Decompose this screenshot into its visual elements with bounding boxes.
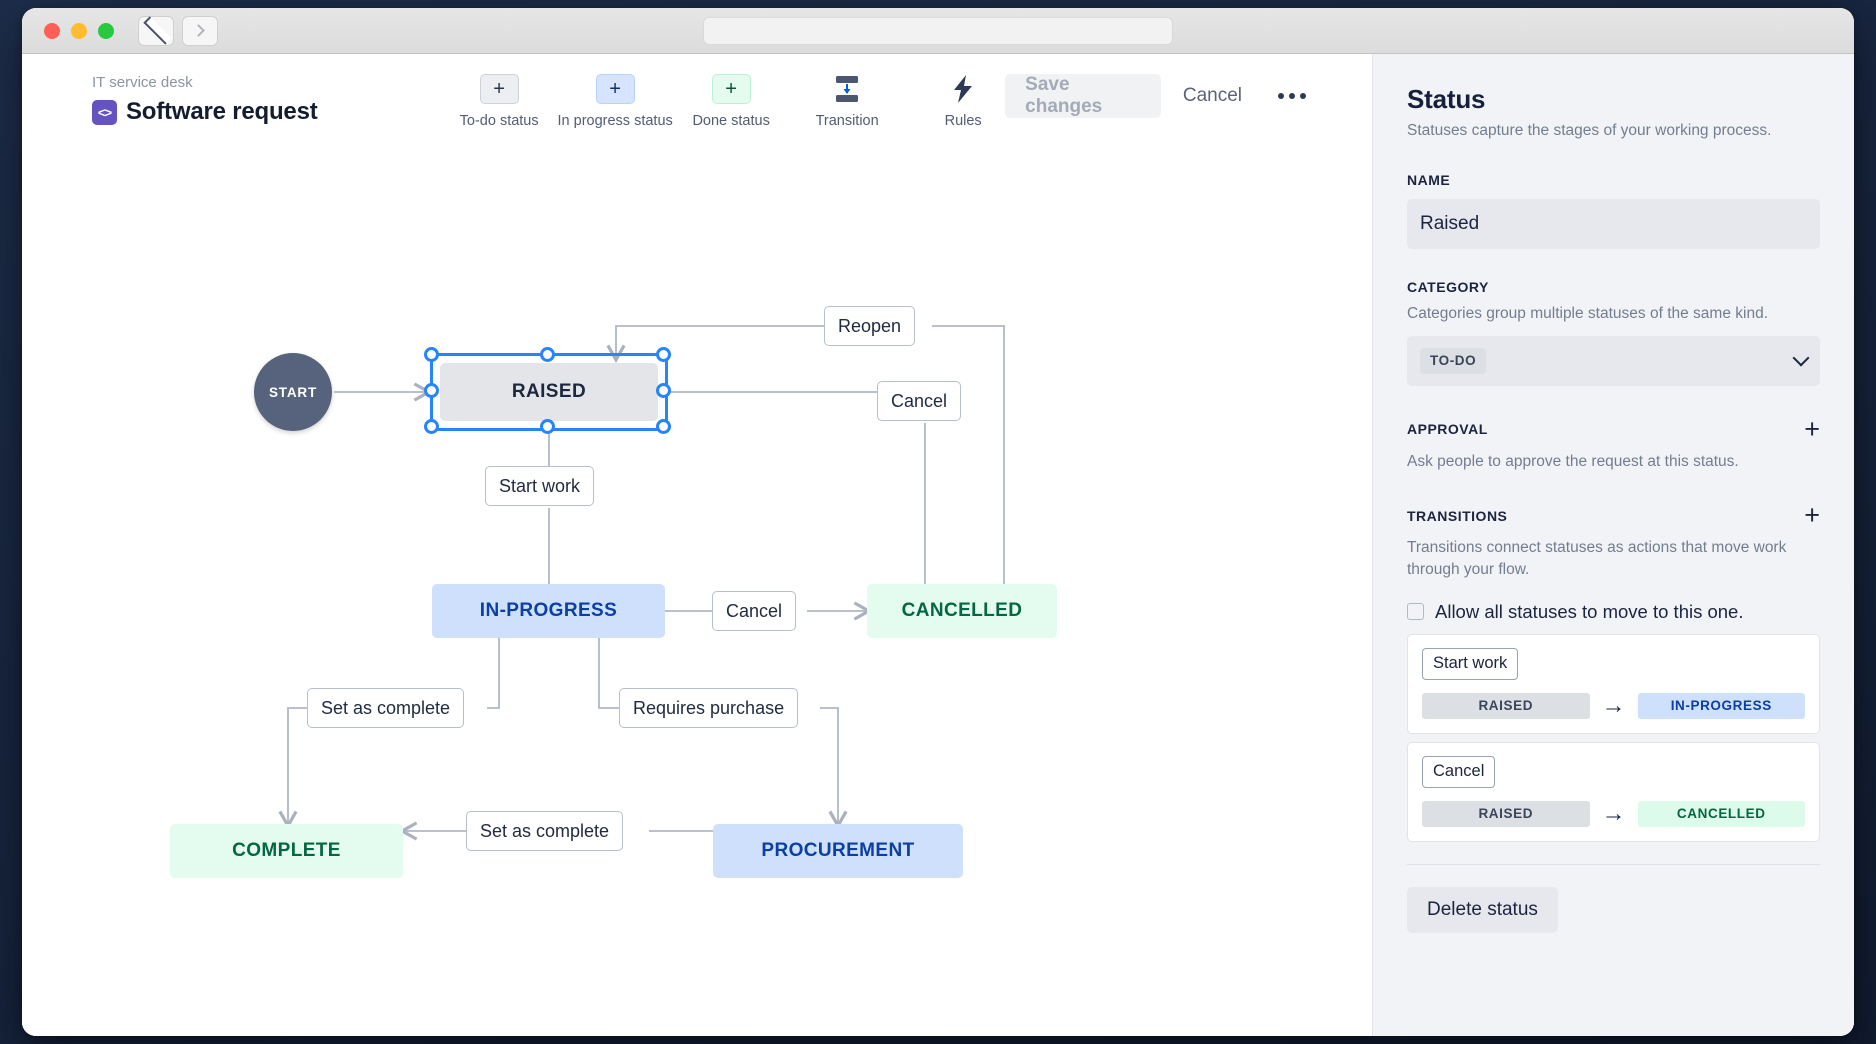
transition-icon [830,74,864,104]
minimize-window-button[interactable] [71,22,87,39]
approval-section-header: APPROVAL + [1407,413,1820,444]
add-todo-status-tool[interactable]: + To-do status [457,74,541,129]
navigation-buttons [138,15,218,46]
page-title: Software request [126,98,318,125]
add-approval-button[interactable]: + [1804,413,1820,444]
browser-titlebar [22,8,1854,54]
maximize-window-button[interactable] [98,22,114,39]
back-button[interactable] [138,15,174,46]
transition-card[interactable]: Start work RAISED → IN-PROGRESS [1407,633,1820,734]
page-title-row: <> Software request [92,98,401,126]
chevron-right-icon [192,24,205,37]
breadcrumb[interactable]: IT service desk [92,74,193,91]
transition-flow: RAISED → CANCELLED [1422,799,1805,827]
transition-label-set-as-complete-procurement[interactable]: Set as complete [466,811,624,851]
save-changes-button[interactable]: Save changes [1005,74,1161,118]
add-transition-button[interactable]: + [1804,500,1820,531]
browser-window: IT service desk <> Software request + To… [22,8,1854,1036]
transition-label-requires-purchase[interactable]: Requires purchase [619,688,799,728]
plus-icon: + [711,74,751,104]
transition-name[interactable]: Cancel [1422,755,1496,788]
close-window-button[interactable] [44,22,60,39]
add-done-status-tool[interactable]: + Done status [689,74,773,129]
panel-subtitle: Statuses capture the stages of your work… [1407,122,1772,139]
delete-status-button[interactable]: Delete status [1407,886,1558,933]
cancel-button[interactable]: Cancel [1182,85,1242,106]
editor-toolbar: IT service desk <> Software request + To… [22,54,1372,136]
arrow-right-icon: → [1601,799,1626,827]
chevron-down-icon [1792,349,1810,367]
arrow-right-icon: → [1601,691,1626,719]
add-transition-tool[interactable]: Transition [805,74,889,129]
transition-flow: RAISED → IN-PROGRESS [1422,691,1805,719]
category-select[interactable]: TO-DO [1407,335,1820,386]
name-label: NAME [1407,171,1451,188]
transition-to-status: IN-PROGRESS [1637,692,1805,719]
lightning-bolt-icon [950,74,976,104]
panel-title: Status [1407,84,1486,114]
approval-label: APPROVAL [1407,421,1488,438]
status-name-input[interactable]: Raised [1407,198,1820,249]
status-node-in-progress[interactable]: IN-PROGRESS [432,584,665,638]
status-node-cancelled[interactable]: CANCELLED [867,584,1057,638]
plus-icon: + [595,74,635,104]
workflow-edges [278,325,1005,841]
address-bar[interactable] [703,16,1173,45]
transition-label-cancel-raised[interactable]: Cancel [877,381,962,421]
transition-label-cancel-inprogress[interactable]: Cancel [712,591,797,631]
breadcrumb-area: IT service desk <> Software request [92,74,401,126]
workflow-canvas[interactable]: START RAISED IN-PROGRESS CANCEL [22,136,1372,1036]
transitions-description: Transitions connect statuses as actions … [1407,539,1787,578]
plus-icon: + [479,74,519,104]
start-node[interactable]: START [254,353,332,431]
transition-card[interactable]: Cancel RAISED → CANCELLED [1407,741,1820,842]
status-tools: + To-do status + In progress status + Do… [457,74,1005,129]
allow-all-statuses-checkbox[interactable] [1407,603,1424,621]
category-description: Categories group multiple statuses of th… [1407,304,1768,322]
add-inprogress-status-tool[interactable]: + In progress status [558,74,673,129]
rules-tool[interactable]: Rules [921,74,1005,129]
transition-from-status: RAISED [1422,692,1590,719]
toolbar-actions: Save changes Cancel [1005,74,1320,118]
transition-to-status: CANCELLED [1637,800,1805,827]
transition-label-start-work[interactable]: Start work [485,466,595,506]
tool-label: In progress status [557,113,673,129]
tool-label: Done status [692,113,770,129]
project-code-icon: <> [92,99,117,125]
workflow-editor: IT service desk <> Software request + To… [22,54,1372,1036]
category-label: CATEGORY [1407,278,1489,295]
transitions-section-header: TRANSITIONS + [1407,502,1820,529]
tool-label: To-do status [459,113,539,129]
transition-from-status: RAISED [1422,800,1590,827]
status-node-procurement[interactable]: PROCUREMENT [713,824,963,878]
transitions-label: TRANSITIONS [1407,507,1508,524]
allow-all-statuses-row[interactable]: Allow all statuses to move to this one. [1407,601,1820,623]
tool-label: Transition [815,113,879,129]
chevron-left-icon [143,16,172,45]
status-node-complete[interactable]: COMPLETE [170,824,403,878]
status-node-raised[interactable]: RAISED [440,363,658,421]
transition-label-reopen[interactable]: Reopen [824,306,916,346]
forward-button[interactable] [182,15,218,46]
category-value-badge: TO-DO [1420,347,1487,374]
panel-divider [1407,863,1820,865]
traffic-lights [44,22,114,39]
transition-label-set-as-complete-in-progress[interactable]: Set as complete [307,688,465,728]
approval-description: Ask people to approve the request at thi… [1407,452,1739,470]
allow-all-statuses-label: Allow all statuses to move to this one. [1435,600,1744,622]
app-container: IT service desk <> Software request + To… [22,54,1854,1036]
tool-label: Rules [944,113,982,129]
status-details-panel: Status Statuses capture the stages of yo… [1372,54,1854,1036]
ellipsis-icon[interactable] [1264,74,1320,118]
transition-name[interactable]: Start work [1422,647,1519,680]
